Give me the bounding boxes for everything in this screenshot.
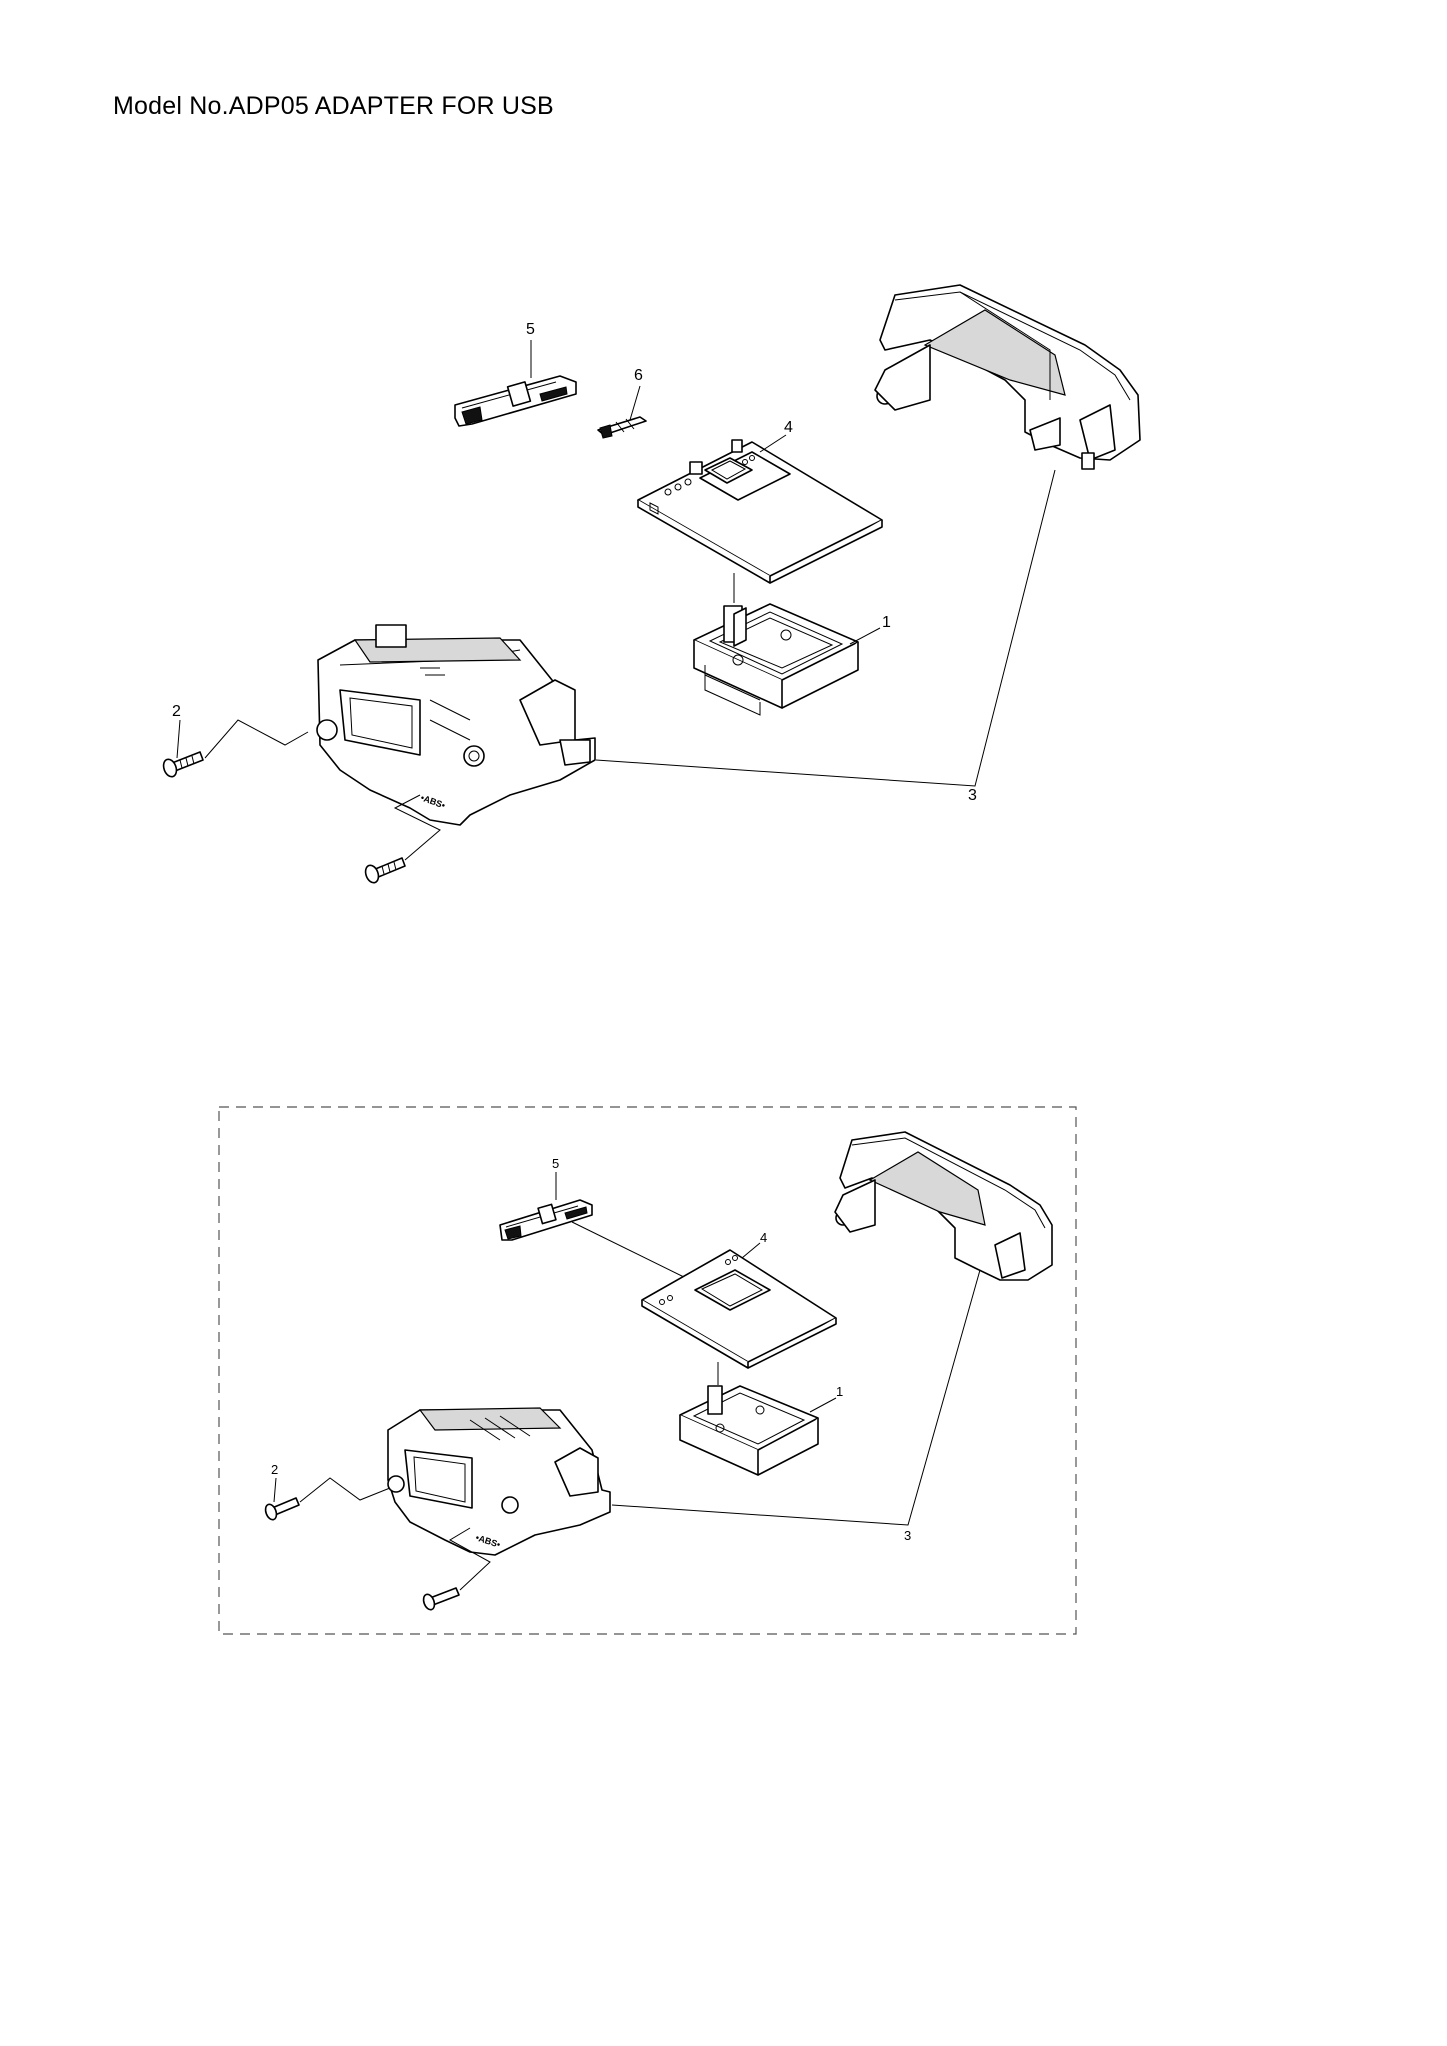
callout-5b: 5 [552, 1156, 559, 1171]
callout-6: 6 [634, 367, 643, 384]
part-2-screw-lower-b [422, 1587, 460, 1611]
exploded-view-bottom: 5 4 1 [264, 1131, 1053, 1611]
callout-1: 1 [882, 614, 891, 631]
part-6-pin [597, 416, 647, 439]
page-title: Model No.ADP05 ADAPTER FOR USB [113, 92, 554, 120]
part-3-top-cover [874, 284, 1141, 470]
part-3-housing: •ABS• [316, 624, 596, 826]
callout-1b: 1 [836, 1384, 843, 1399]
part-2-screw-upper [162, 751, 204, 778]
callout-4b: 4 [760, 1230, 767, 1245]
part-1-base-frame [693, 603, 859, 716]
exploded-view-top: 5 6 4 [162, 284, 1141, 884]
part-2-screw-lower [364, 857, 406, 884]
part-3-housing-b: •ABS• [387, 1407, 611, 1556]
callout-2: 2 [172, 703, 181, 720]
callout-3: 3 [968, 787, 977, 804]
part-5-slide-button [454, 375, 577, 427]
part-5-slide-button-b [499, 1199, 593, 1241]
alternate-version-frame [218, 1106, 1077, 1635]
part-2-screw-upper-b [264, 1497, 300, 1521]
part-4-circuit-board-b [641, 1249, 837, 1369]
callout-5: 5 [526, 321, 535, 338]
callout-2b: 2 [271, 1462, 278, 1477]
part-4-circuit-board [637, 439, 883, 584]
part-3-top-cover-b [834, 1131, 1053, 1281]
callout-4: 4 [784, 419, 793, 436]
part-1-base-frame-b [679, 1385, 819, 1476]
callout-3b: 3 [904, 1528, 911, 1543]
